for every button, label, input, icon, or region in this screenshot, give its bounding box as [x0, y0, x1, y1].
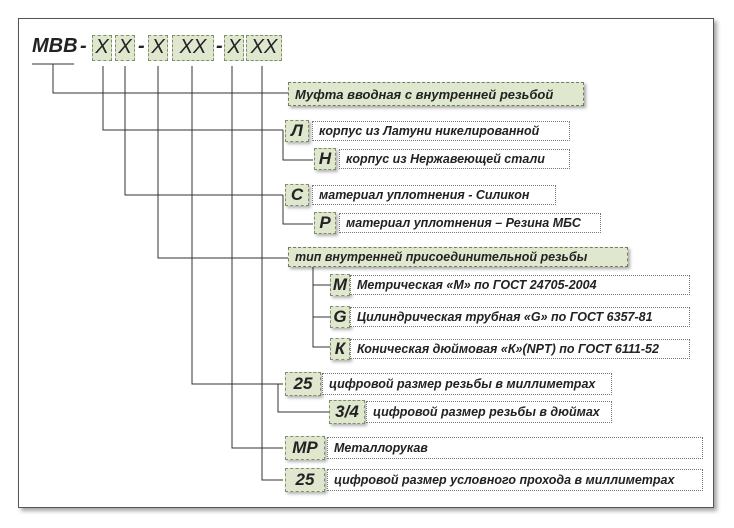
code-slot-6: XX: [246, 35, 282, 61]
code-box-seal-silicone: С: [285, 184, 309, 206]
thread-type-title: тип внутренней присоединительной резьбы: [288, 247, 628, 267]
code-box-hose: МР: [285, 436, 325, 460]
desc-bore: цифровой размер условного прохода в милл…: [327, 469, 703, 491]
connector-slot4-branch: [277, 384, 329, 413]
code-dash-1: -: [80, 35, 87, 57]
connector-slot6: [261, 66, 283, 481]
connector-slot2: [124, 66, 283, 196]
code-box-size-mm: 25: [285, 372, 321, 396]
connector-slot2-branch: [282, 195, 313, 225]
code-slot-1: X: [92, 35, 112, 61]
connector-slot3: [157, 66, 290, 259]
connector-slot1: [102, 66, 283, 131]
desc-thread-metric: Метрическая «М» по ГОСТ 24705-2004: [350, 275, 690, 295]
desc-hose: Металлорукав: [327, 437, 703, 459]
code-dash-3: -: [216, 35, 223, 57]
code-prefix: МВВ: [32, 35, 78, 57]
connector-slot3-branch: [312, 266, 330, 348]
desc-thread-g: Цилиндрическая трубная «G» по ГОСТ 6357-…: [350, 307, 690, 327]
code-slot-5: X: [224, 35, 244, 61]
code-slot-2: X: [115, 35, 135, 61]
code-box-bore: 25: [285, 468, 325, 492]
desc-seal-silicone: материал уплотнения - Силикон: [312, 185, 556, 205]
code-box-body-brass: Л: [285, 120, 309, 142]
connector-prefix-drop: [52, 64, 290, 94]
title-box: Муфта вводная с внутренней резьбой: [288, 82, 584, 106]
code-slot-4: XX: [172, 35, 214, 61]
code-box-thread-k: К: [330, 338, 350, 360]
code-dash-2: -: [138, 35, 145, 57]
code-box-seal-rubber: Р: [314, 212, 336, 234]
desc-size-inch: цифровой размер резьбы в дюймах: [366, 401, 612, 423]
desc-body-brass: корпус из Латуни никелированной: [312, 121, 570, 141]
connector-slot1-branch: [282, 130, 313, 161]
connector-slot4: [191, 66, 283, 385]
desc-thread-k: Коническая дюймовая «К»(NPT) по ГОСТ 611…: [350, 339, 690, 359]
connector-slot5: [231, 66, 283, 449]
desc-body-steel: корпус из Нержавеющей стали: [339, 149, 570, 169]
code-box-size-inch: 3/4: [329, 400, 365, 424]
desc-size-mm: цифровой размер резьбы в миллиметрах: [322, 373, 612, 395]
code-box-body-steel: Н: [314, 148, 336, 170]
desc-seal-rubber: материал уплотнения – Резина МБС: [339, 213, 601, 233]
code-slot-3: X: [148, 35, 168, 61]
code-box-thread-metric: М: [330, 274, 350, 296]
code-box-thread-g: G: [330, 306, 350, 328]
